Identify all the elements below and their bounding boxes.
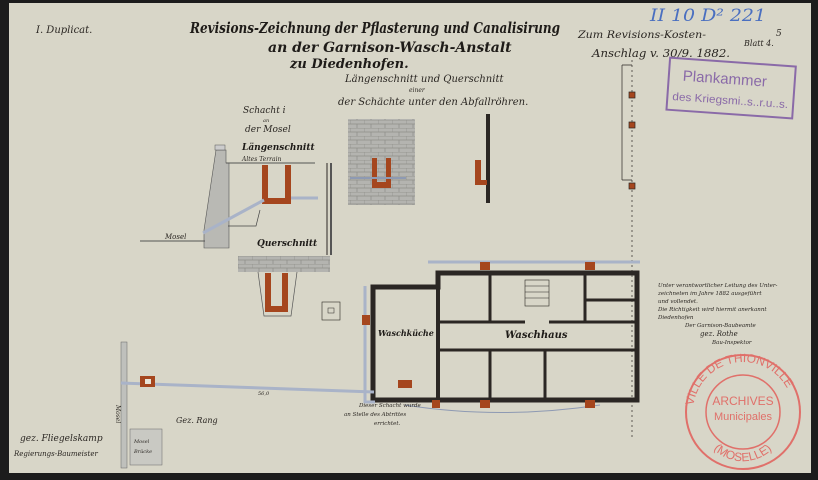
cert-line5: Diedenhofen bbox=[657, 315, 694, 321]
long-section-drawing bbox=[140, 144, 332, 255]
room-waschhaus: Waschhaus bbox=[505, 330, 568, 341]
plan-brick-shafts bbox=[362, 262, 595, 408]
cost-ref-line1: Zum Revisions-Kosten- bbox=[577, 30, 707, 41]
subtitle-line2: einer bbox=[409, 87, 426, 94]
signature-fliegelskamp: gez. Fliegelskamp bbox=[20, 434, 103, 444]
bridge-line2: Brücke bbox=[133, 449, 152, 455]
subtitle-line3: der Schächte unter den Abfallröhren. bbox=[338, 97, 528, 108]
cross-section-label: Querschnitt bbox=[257, 239, 318, 249]
svg-text:(MOSELLE): (MOSELLE) bbox=[711, 441, 774, 464]
cert-line2: zeichneten im Jahre 1882 ausgeführt bbox=[657, 291, 762, 297]
pipe-length: 56,0 bbox=[258, 391, 270, 397]
drain-pipe-to-river bbox=[120, 341, 375, 469]
shaft-heading1: Schacht i bbox=[243, 106, 286, 116]
floor-plan bbox=[321, 260, 640, 413]
long-section-label: Längenschnitt bbox=[241, 142, 315, 153]
shaft-heading3: der Mosel bbox=[245, 125, 291, 135]
room-waschkueche: Waschküche bbox=[378, 328, 434, 338]
bridge-line1: Mosel bbox=[133, 439, 150, 445]
paper bbox=[9, 3, 811, 473]
right-elevation bbox=[621, 60, 636, 440]
cert-line8: Bau-Inspektor bbox=[711, 340, 752, 346]
certification-note: Unter verantwortlicher Leitung des Unter… bbox=[657, 283, 778, 346]
title-line1: Revisions-Zeichnung der Pflasterung und … bbox=[189, 19, 560, 37]
archives-center1: ARCHIVES bbox=[712, 394, 773, 408]
cross-section-drawing bbox=[238, 256, 330, 317]
old-terrain-label: Altes Terrain bbox=[241, 156, 282, 163]
signature-rang: Gez. Rang bbox=[176, 416, 218, 425]
plankammer-line1: Plankammer bbox=[682, 68, 767, 91]
cert-line3: und vollendet. bbox=[658, 299, 698, 305]
river-vertical-label: Mosel bbox=[114, 404, 121, 423]
shaft-note-line1: Dieser Schacht wurde bbox=[358, 403, 422, 409]
shaft-note-line3: errichtet. bbox=[374, 421, 401, 427]
shaft-heading2: an bbox=[263, 118, 269, 124]
shaft-side-view bbox=[475, 114, 490, 203]
sheet-number-alt: 5 bbox=[776, 29, 782, 39]
title-line2: an der Garnison-Wasch-Anstalt bbox=[268, 40, 512, 56]
signature-title: Regierungs-Baumeister bbox=[13, 450, 98, 458]
cert-line7: gez. Rothe bbox=[700, 330, 738, 338]
sheet-number: Blatt 4. bbox=[743, 39, 774, 48]
title-line3: zu Diedenhofen. bbox=[289, 57, 409, 72]
cert-line1: Unter verantwortlicher Leitung des Unter… bbox=[658, 283, 778, 289]
cert-line6: Der Garnison-Baubeamte bbox=[684, 323, 757, 329]
cert-line4: Die Richtigkeit wird hiermit anerkannt bbox=[657, 307, 767, 313]
archives-center2: Municipales bbox=[714, 411, 773, 423]
archive-reference: II 10 D² 221 bbox=[649, 6, 766, 26]
shaft-note-line2: an Stelle des Abtrittes bbox=[344, 412, 406, 418]
subtitle-line1: Längenschnitt und Querschnitt bbox=[344, 74, 504, 85]
archives-ring-bottom: (MOSELLE) bbox=[711, 441, 774, 464]
cost-ref-line2: Anschlag v. 30/9. 1882. bbox=[591, 47, 730, 60]
duplicate-label: I. Duplicat. bbox=[35, 25, 92, 36]
shaft-elevation-brick bbox=[348, 119, 415, 205]
river-label: Mosel bbox=[164, 233, 186, 241]
